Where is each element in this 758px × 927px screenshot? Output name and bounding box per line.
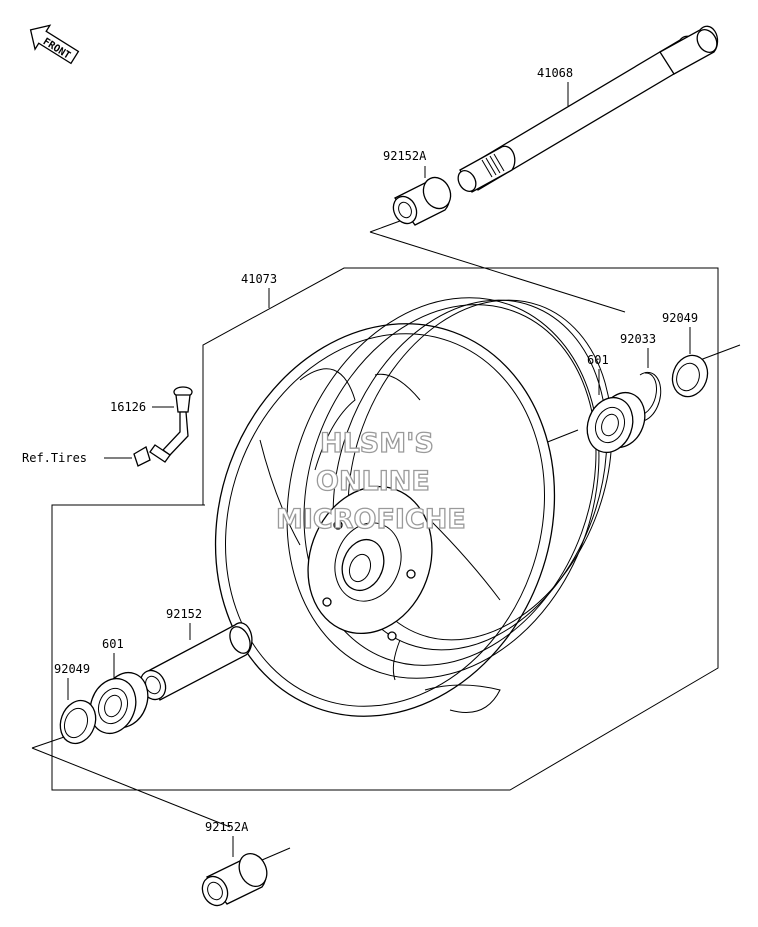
collar-bottom-part[interactable]	[198, 849, 272, 910]
seal-left-label: 92049	[54, 662, 90, 676]
bearing-right-part[interactable]	[580, 386, 652, 459]
collar-top-label: 92152A	[383, 149, 427, 163]
front-axle-part[interactable]	[455, 25, 721, 194]
seal-right-label: 92049	[662, 311, 698, 325]
valve-part[interactable]	[149, 386, 193, 463]
axle-thread-marks	[481, 153, 505, 178]
collar-inner-label: 92152	[166, 607, 202, 621]
assembly-outline	[31, 209, 741, 861]
watermark-line3: MICROFICHE	[276, 504, 466, 535]
bearing-right-label: 601	[587, 353, 609, 367]
valve-cap-part[interactable]	[133, 446, 151, 467]
wheel-label: 41073	[241, 272, 277, 286]
collar-inner-part[interactable]	[136, 622, 254, 704]
bearing-left-label: 601	[102, 637, 124, 651]
watermark-line2: ONLINE	[316, 466, 430, 497]
seal-left-part[interactable]	[55, 696, 102, 749]
circlip-label: 92033	[620, 332, 656, 346]
seal-right-part[interactable]	[667, 350, 713, 401]
front-direction-badge: FRONT	[29, 24, 80, 65]
collar-top-part[interactable]	[389, 173, 455, 227]
collar-bottom-label: 92152A	[205, 820, 249, 834]
watermark-line1: HLSM'S	[320, 428, 434, 459]
ref-tires-label: Ref.Tires	[22, 451, 87, 465]
watermark: HLSM'S ONLINE MICROFICHE	[275, 427, 466, 535]
wheel-part[interactable]	[162, 253, 658, 764]
axle-label: 41068	[537, 66, 573, 80]
valve-label: 16126	[110, 400, 146, 414]
bearing-left-part[interactable]	[83, 666, 155, 740]
